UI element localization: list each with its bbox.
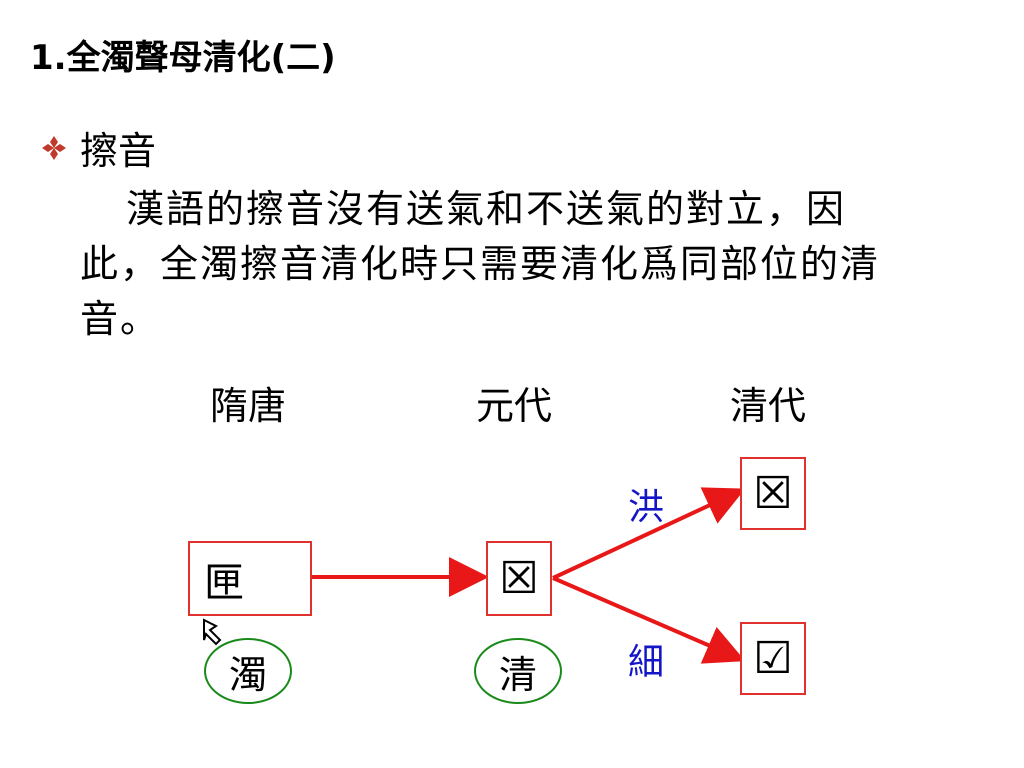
- source-char: 匣: [204, 559, 244, 606]
- diamond-bullet-icon: [42, 135, 66, 160]
- slide-title: 1.全濁聲母清化(二): [30, 38, 336, 78]
- body-paragraph: 漢語的擦音沒有送氣和不送氣的對立，因 此，全濁擦音清化時只需要清化爲同部位的清 …: [80, 182, 992, 347]
- yuan-box: ☒: [486, 541, 552, 616]
- era-yuan: 元代: [476, 384, 553, 428]
- top-glyph: ☒: [753, 468, 793, 519]
- circle-voiceless: 清: [474, 638, 562, 704]
- source-char-box: 匣: [188, 541, 312, 616]
- middle-glyph: ☒: [499, 553, 539, 604]
- pointer-glyph: [203, 618, 222, 646]
- label-hong: 洪: [628, 487, 665, 528]
- bullet-text: 擦音: [80, 129, 157, 173]
- label-xi: 細: [628, 642, 665, 683]
- era-sui-tang: 隋唐: [210, 384, 287, 428]
- qing-bottom-box: ☑: [740, 622, 806, 695]
- circle-voiced-text: 濁: [228, 652, 267, 697]
- arrow-to-qing-bottom: [552, 576, 746, 664]
- circle-voiceless-text: 清: [498, 652, 537, 697]
- paragraph-line-1: 漢語的擦音沒有送氣和不送氣的對立，因: [126, 187, 847, 231]
- paragraph-line-2: 此，全濁擦音清化時只需要清化爲同部位的清: [80, 242, 881, 286]
- circle-voiced: 濁: [204, 638, 292, 704]
- arrow-to-qing-top: [552, 487, 746, 580]
- bullet-item: 擦音: [40, 120, 156, 175]
- era-qing: 清代: [730, 384, 807, 428]
- paragraph-line-3: 音。: [80, 297, 161, 341]
- bottom-glyph: ☑: [753, 633, 793, 684]
- qing-top-box: ☒: [740, 457, 806, 530]
